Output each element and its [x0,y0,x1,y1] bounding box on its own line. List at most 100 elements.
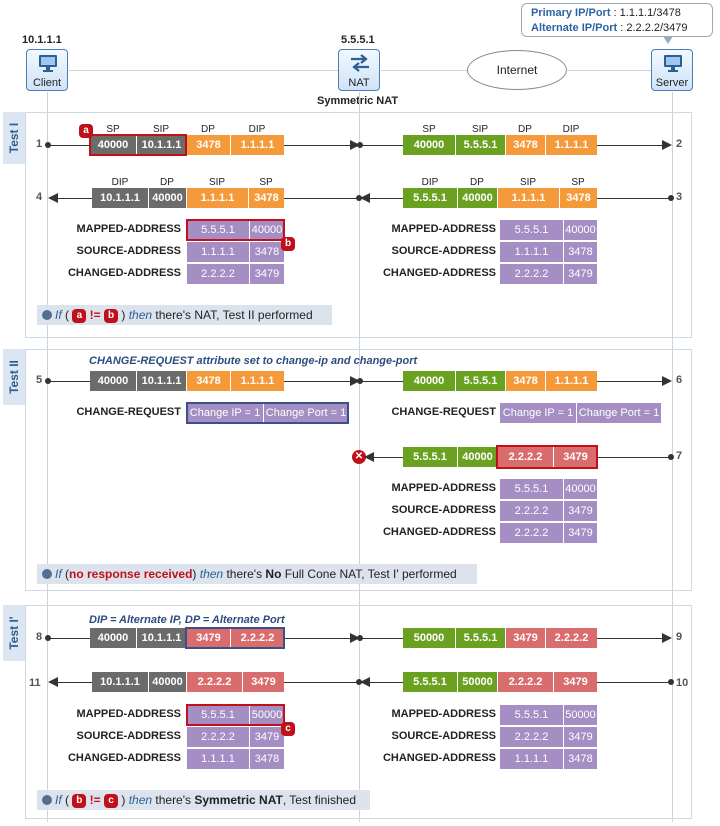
attr-value: 1.1.1.1 [500,242,563,262]
header-sip: SIP [152,124,170,135]
cond-then: then [128,308,153,322]
attr-label-change-request: CHANGE-REQUEST [76,406,181,418]
attr-label-changed: CHANGED-ADDRESS [382,752,496,764]
test2-note: CHANGE-REQUEST attribute set to change-i… [89,355,418,367]
cond-text: ) [118,308,129,322]
attr-label-source: SOURCE-ADDRESS [76,730,181,742]
attr-label-changed: CHANGED-ADDRESS [382,267,496,279]
server-node[interactable]: Server [651,49,693,91]
link-client-nat [69,70,338,71]
attr-value: 3479 [563,501,597,521]
arrowhead [662,376,672,386]
cond-text: ( [61,567,70,581]
cond-if: If [55,308,62,322]
step-number: 1 [36,138,43,150]
cond-then: then [128,793,153,807]
attr-value: 3478 [563,242,597,262]
packet-sp: 40000 [90,135,136,155]
test3-tab: Test I' [3,605,25,661]
cond-if: If [55,567,62,581]
step-number: 3 [676,191,683,203]
attr-label-source: SOURCE-ADDRESS [391,504,496,516]
highlight-c [186,704,285,726]
step-number: 9 [676,631,683,643]
client-label: Client [32,77,62,89]
nat-node[interactable]: NAT [338,49,380,91]
step-number: 7 [676,450,683,462]
attr-value: 3479 [563,264,597,284]
cond-bold: No [265,567,282,581]
attr-value: 5.5.5.1 [500,705,563,725]
packet-dip: 10.1.1.1 [92,188,148,208]
bullet-icon [42,569,52,579]
cond-text: ) [192,567,200,581]
attr-value: 5.5.5.1 [500,220,563,240]
packet-sp: 40000 [403,371,455,391]
attr-value: 3479 [249,264,284,284]
attr-value: 40000 [563,220,597,240]
step-number: 10 [676,677,689,689]
highlight-b [186,219,285,241]
packet-sp: 3478 [248,188,284,208]
cond-operator: != [86,308,105,322]
packet-sp: 3479 [242,672,284,692]
cond-text: , Test finished [282,793,356,807]
arrowhead [662,633,672,643]
attr-label-mapped: MAPPED-ADDRESS [76,223,181,235]
test1-tab: Test I [3,112,25,164]
attr-value: 40000 [563,479,597,499]
client-node[interactable]: Client [26,49,68,91]
internet-cloud: Internet [467,50,567,90]
nat-label: NAT [348,77,370,89]
packet-sp: 40000 [90,371,136,391]
cond-bold: Symmetric NAT [194,793,283,807]
packet-sp: 40000 [90,628,136,648]
primary-value: : 1.1.1.1/3478 [610,7,681,19]
arrowhead [350,633,360,643]
link-internet-server [565,70,651,71]
badge-a: a [79,124,93,138]
attr-label-mapped: MAPPED-ADDRESS [391,482,496,494]
attr-label-changed: CHANGED-ADDRESS [382,526,496,538]
cond-text: there's [152,793,195,807]
attr-value: 2.2.2.2 [187,264,249,284]
client-ip: 10.1.1.1 [22,34,62,46]
packet-sip: 1.1.1.1 [497,188,559,208]
cond-text: ( [61,308,73,322]
attr-label-source: SOURCE-ADDRESS [391,730,496,742]
step-number: 5 [36,374,43,386]
arrow-start [356,195,362,201]
attr-value: 3478 [563,749,597,769]
test3-note: DIP = Alternate IP, DP = Alternate Port [89,614,285,626]
cond-then: then [199,567,224,581]
arrow-start [668,195,674,201]
packet-sip: 5.5.5.1 [455,135,505,155]
highlight-change-request [186,402,349,424]
client-lifeline [47,92,48,822]
cond-text: Full Cone NAT, Test I' performed [281,567,457,581]
packet-dp: 3479 [505,628,545,648]
packet-dp: 40000 [457,447,497,467]
cond-red-text: no response received [69,567,193,581]
arrowhead [360,193,370,203]
step-number: 2 [676,138,683,150]
header-sip: SIP [519,177,537,188]
step-number: 8 [36,631,43,643]
packet-dp: 40000 [148,188,186,208]
packet-dip: 2.2.2.2 [545,628,597,648]
header-sip: SIP [208,177,226,188]
packet-sp: 3478 [559,188,597,208]
cond-text: there's [223,567,266,581]
cond-text: there's NAT, Test II performed [152,308,313,322]
alternate-value: : 2.2.2.2/3479 [617,22,688,34]
packet-dip: 5.5.5.1 [403,672,457,692]
highlight-changed-source [496,445,598,469]
server-label: Server [655,77,689,89]
packet-sip: 1.1.1.1 [186,188,248,208]
badge-b: b [72,793,87,808]
arrowhead [364,452,374,462]
server-callout: Primary IP/Port : 1.1.1.1/3478 Alternate… [521,3,713,37]
header-sp: SP [106,124,120,135]
change-ip: Change IP = 1 [187,403,263,423]
attr-value: 1.1.1.1 [500,749,563,769]
